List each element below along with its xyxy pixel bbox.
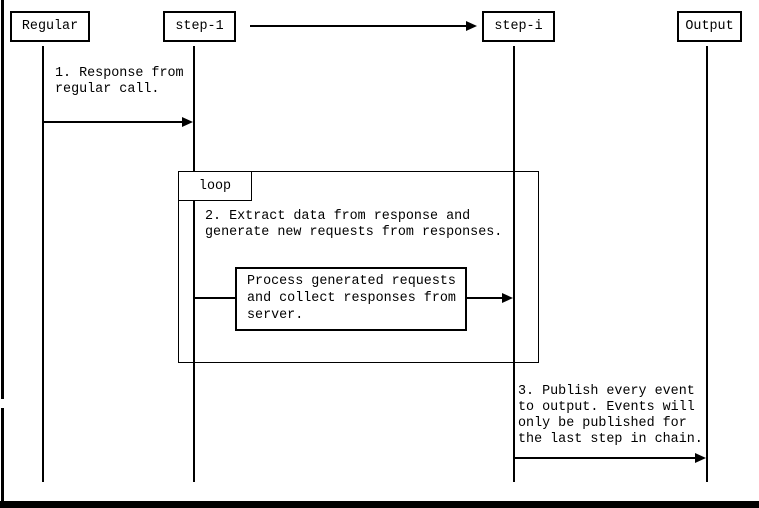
actor-box-step-1: step-1 xyxy=(163,11,236,42)
steps-chain-arrowhead xyxy=(466,21,477,31)
page-bottom-border xyxy=(0,501,759,508)
actor-box-step-i: step-i xyxy=(482,11,555,42)
message-3-arrow-line xyxy=(515,457,695,459)
lifeline-output xyxy=(706,46,708,482)
page-left-border-notch xyxy=(0,399,5,408)
loop-fragment-box xyxy=(178,171,539,363)
message-1-arrow-line xyxy=(44,121,182,123)
lifeline-regular xyxy=(42,46,44,482)
process-box-out-arrowhead xyxy=(502,293,513,303)
actor-box-regular: Regular xyxy=(10,11,90,42)
process-box: Process generated requests and collect r… xyxy=(235,267,467,331)
lifeline-step-i xyxy=(513,46,515,482)
steps-chain-arrow-line xyxy=(250,25,466,27)
message-3-arrowhead xyxy=(695,453,706,463)
message-2-text: 2. Extract data from response and genera… xyxy=(205,209,503,240)
actor-box-output: Output xyxy=(677,11,742,42)
page-left-border xyxy=(1,0,4,508)
message-3-text: 3. Publish every event to output. Events… xyxy=(518,384,703,447)
lifeline-step-1 xyxy=(193,46,195,482)
process-box-in-line xyxy=(195,297,235,299)
message-1-text: 1. Response from regular call. xyxy=(55,66,184,97)
process-box-out-arrow-line xyxy=(467,297,502,299)
loop-label: loop xyxy=(178,171,252,201)
message-1-arrowhead xyxy=(182,117,193,127)
